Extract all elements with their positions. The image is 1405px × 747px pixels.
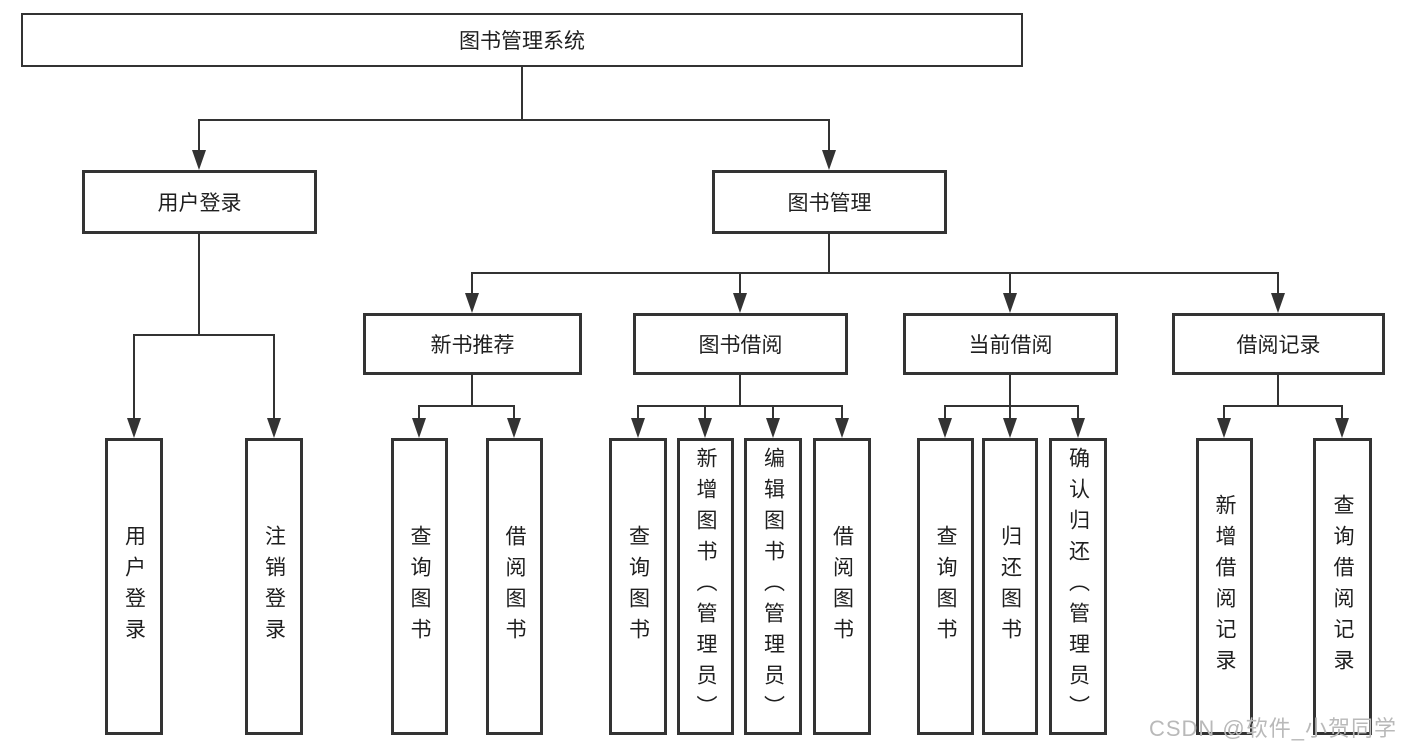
connector-bookmgmt-stem [828, 233, 830, 273]
leaf-query-books-current: 查询图书 [917, 438, 974, 735]
node-label: 图书借阅 [698, 334, 783, 357]
connector-drop-l3 [739, 272, 741, 296]
connector-drop-leaf [841, 405, 843, 420]
leaf-borrow-books-recommend: 借阅图书 [486, 438, 543, 735]
connector-drop-leaf [1077, 405, 1079, 420]
connector-drop-leaf [1009, 405, 1011, 420]
leaf-label: 确认归还（管理员） [1066, 447, 1090, 726]
connector-drop-user-login [198, 119, 200, 153]
csdn-watermark: CSDN @软件_小贺同学 [1148, 716, 1397, 741]
leaf-label: 查询借阅记录 [1331, 493, 1354, 680]
node-label: 当前借阅 [968, 334, 1053, 357]
arrow-down-icon [465, 293, 479, 313]
arrow-down-icon [938, 418, 952, 438]
leaf-label: 借阅图书 [830, 524, 854, 649]
connector-drop-leaf [418, 405, 420, 420]
node-label: 图书管理系统 [459, 30, 585, 53]
node-current-borrow: 当前借阅 [903, 313, 1118, 375]
connector-drop-leaf [772, 405, 774, 420]
leaf-confirm-return-admin: 确认归还（管理员） [1049, 438, 1107, 735]
leaf-borrow-books: 借阅图书 [813, 438, 871, 735]
connector-borrow-stem [739, 375, 741, 406]
arrow-down-icon [412, 418, 426, 438]
leaf-label: 注销登录 [262, 524, 286, 649]
arrow-down-icon [766, 418, 780, 438]
leaf-label: 新增图书（管理员） [694, 447, 717, 726]
connector-drop-leaf [637, 405, 639, 420]
node-label: 新书推荐 [430, 334, 515, 357]
connector-userlogin-bar [133, 334, 275, 336]
arrow-down-icon [507, 418, 521, 438]
node-root: 图书管理系统 [21, 13, 1023, 67]
arrow-down-icon [267, 418, 281, 438]
arrow-down-icon [127, 418, 141, 438]
leaf-label: 新增借阅记录 [1213, 493, 1236, 680]
leaf-add-book-admin: 新增图书（管理员） [677, 438, 734, 735]
leaf-label: 归还图书 [998, 524, 1022, 649]
node-book-borrow: 图书借阅 [633, 313, 848, 375]
connector-drop-leaf [704, 405, 706, 420]
connector-current-bar [944, 405, 1079, 407]
connector-current-stem [1009, 375, 1011, 406]
connector-root-bar [198, 119, 830, 121]
connector-newbook-bar [418, 405, 515, 407]
node-label: 用户登录 [157, 192, 242, 215]
node-label: 图书管理 [787, 192, 872, 215]
node-new-book-recommend: 新书推荐 [363, 313, 582, 375]
connector-drop-leaf [513, 405, 515, 420]
node-label: 借阅记录 [1236, 334, 1321, 357]
leaf-return-book: 归还图书 [982, 438, 1038, 735]
arrow-down-icon [1335, 418, 1349, 438]
arrow-down-icon [1217, 418, 1231, 438]
connector-drop-book-management [828, 119, 830, 153]
node-borrow-records: 借阅记录 [1172, 313, 1385, 375]
arrow-down-icon [1271, 293, 1285, 313]
arrow-down-icon [631, 418, 645, 438]
arrow-down-icon [835, 418, 849, 438]
leaf-label: 借阅图书 [503, 524, 526, 649]
leaf-edit-book-admin: 编辑图书（管理员） [744, 438, 802, 735]
leaf-label: 查询图书 [408, 524, 431, 649]
arrow-down-icon [1003, 418, 1017, 438]
connector-drop-l3 [1009, 272, 1011, 296]
connector-bookmgmt-bar [471, 272, 1279, 274]
connector-borrow-bar [637, 405, 843, 407]
leaf-query-books-recommend: 查询图书 [391, 438, 448, 735]
connector-drop-leaf [133, 334, 135, 420]
connector-userlogin-stem [198, 234, 200, 335]
connector-newbook-stem [471, 375, 473, 406]
connector-drop-l3 [1277, 272, 1279, 296]
arrow-down-icon [698, 418, 712, 438]
arrow-down-icon [1071, 418, 1085, 438]
connector-drop-leaf [944, 405, 946, 420]
leaf-label: 用户登录 [122, 524, 146, 649]
arrow-down-icon [1003, 293, 1017, 313]
node-book-management: 图书管理 [712, 170, 947, 234]
leaf-label: 编辑图书（管理员） [761, 447, 785, 726]
connector-drop-leaf [273, 334, 275, 420]
leaf-logout: 注销登录 [245, 438, 303, 735]
leaf-add-borrow-record: 新增借阅记录 [1196, 438, 1253, 735]
connector-records-stem [1277, 375, 1279, 406]
connector-records-bar [1223, 405, 1343, 407]
leaf-query-borrow-record: 查询借阅记录 [1313, 438, 1372, 735]
node-user-login: 用户登录 [82, 170, 317, 234]
leaf-label: 查询图书 [626, 524, 650, 649]
connector-drop-l3 [471, 272, 473, 296]
arrow-down-icon [733, 293, 747, 313]
connector-drop-leaf [1223, 405, 1225, 420]
leaf-query-books-borrow: 查询图书 [609, 438, 667, 735]
arrow-down-icon [192, 150, 206, 170]
arrow-down-icon [822, 150, 836, 170]
connector-root-stem [521, 66, 523, 120]
leaf-user-login: 用户登录 [105, 438, 163, 735]
leaf-label: 查询图书 [934, 524, 957, 649]
connector-drop-leaf [1341, 405, 1343, 420]
